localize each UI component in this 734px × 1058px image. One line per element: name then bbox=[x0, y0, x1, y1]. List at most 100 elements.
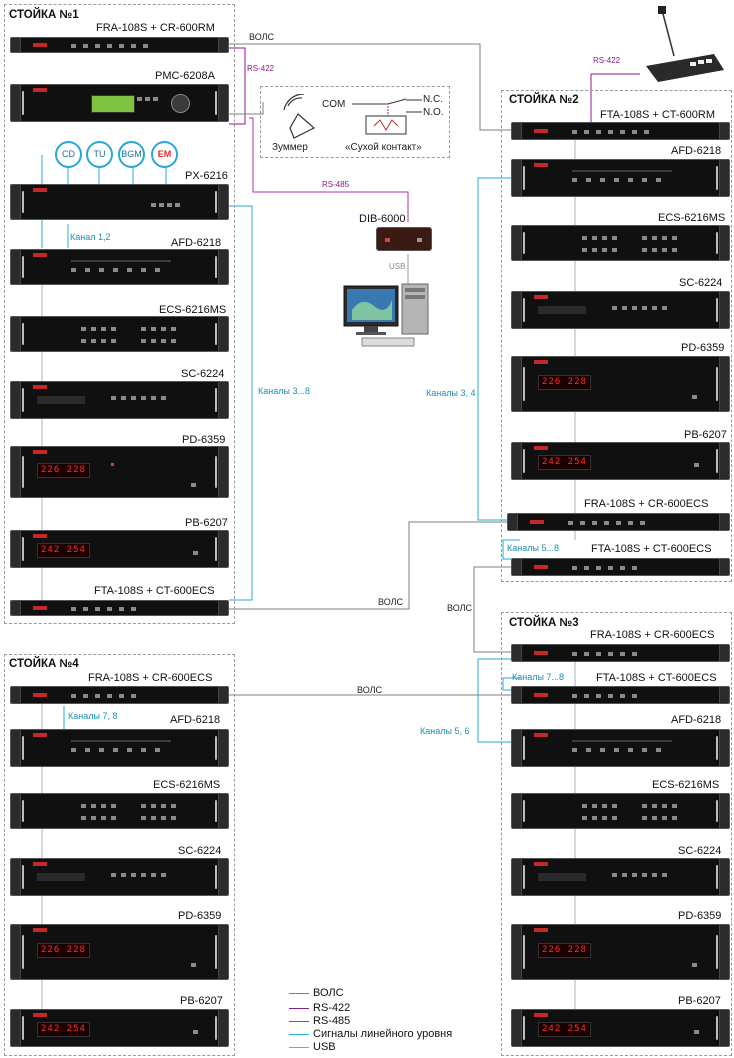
line-ch-7-8-r3 bbox=[502, 677, 520, 691]
annotation-ch-7-8-r3: Каналы 7...8 bbox=[512, 672, 564, 682]
fiber-line-r1-r2-lower bbox=[229, 521, 507, 610]
rack-unit-pb: 242 254 bbox=[10, 530, 229, 568]
alarm-box bbox=[260, 86, 450, 158]
fiber-line-r1-r2 bbox=[229, 43, 512, 131]
rack-1 bbox=[4, 4, 235, 624]
device-label: AFD-6218 bbox=[171, 237, 222, 249]
dib-device bbox=[376, 227, 432, 251]
computer-icon bbox=[343, 283, 429, 347]
rack-2 bbox=[501, 90, 732, 582]
source-tu: TU bbox=[86, 141, 113, 168]
annotation-ch-5-6: Каналы 5, 6 bbox=[420, 726, 470, 736]
relay-com: COM bbox=[322, 99, 346, 110]
device-label: FRA-108S + CR-600ECS bbox=[584, 498, 709, 510]
rack-unit-sc bbox=[10, 381, 229, 419]
line-ch-5-8 bbox=[502, 539, 520, 560]
legend-label: USB bbox=[313, 1041, 336, 1053]
rack-unit-pd: 226 228 bbox=[10, 446, 229, 498]
device-label: PB-6207 bbox=[180, 995, 223, 1007]
rack-1-title: СТОЙКА №1 bbox=[9, 9, 79, 21]
device-label: PB-6207 bbox=[684, 429, 727, 441]
annotation-vols-lower: ВОЛС bbox=[378, 597, 404, 607]
rack-unit-fta bbox=[511, 558, 730, 576]
rack-unit-fra bbox=[511, 644, 730, 662]
device-label: PB-6207 bbox=[185, 517, 228, 529]
rack-unit-fra bbox=[10, 37, 229, 53]
legend-label: Сигналы линейного уровня bbox=[313, 1028, 453, 1040]
rack-unit-ecs bbox=[10, 793, 229, 829]
device-label: ECS-6216MS bbox=[658, 212, 726, 224]
device-label: FRA-108S + CR-600ECS bbox=[88, 672, 213, 684]
rack-3-title: СТОЙКА №3 bbox=[509, 617, 579, 629]
rack-unit-px bbox=[10, 184, 229, 220]
rack-unit-afd bbox=[511, 729, 730, 767]
annotation-usb: USB bbox=[389, 262, 406, 271]
device-label: SC-6224 bbox=[178, 845, 222, 857]
rack-unit-pmc bbox=[10, 84, 229, 122]
device-label: PD-6359 bbox=[678, 910, 722, 922]
relay-nc: N.C. bbox=[423, 94, 443, 105]
device-label: ECS-6216MS bbox=[652, 779, 720, 791]
rack-unit-afd bbox=[511, 159, 730, 197]
line-ch-3-8 bbox=[229, 205, 253, 601]
annotation-ch-1-2: Канал 1,2 bbox=[70, 232, 111, 242]
device-label: AFD-6218 bbox=[170, 714, 221, 726]
annotation-vols-r4: ВОЛС bbox=[357, 685, 383, 695]
rs485-line bbox=[249, 117, 409, 222]
pd-display: 226 228 bbox=[37, 943, 90, 958]
device-label: PD-6359 bbox=[681, 342, 725, 354]
rack-unit-pb: 242 254 bbox=[511, 1009, 730, 1047]
rack-unit-sc bbox=[511, 291, 730, 329]
device-label: FTA-108S + CT-600ECS bbox=[591, 543, 712, 555]
rack-unit-pd: 226 228 bbox=[10, 924, 229, 980]
buzzer-icon bbox=[283, 94, 316, 139]
annotation-rs422-r1: RS-422 bbox=[247, 64, 275, 73]
rack-unit-fra bbox=[10, 686, 229, 704]
device-label: PMC-6208A bbox=[155, 70, 215, 82]
source-em: EM bbox=[151, 141, 178, 168]
device-label: SC-6224 bbox=[679, 277, 723, 289]
annotation-rs422-mic: RS-422 bbox=[593, 56, 621, 65]
legend-label: ВОЛС bbox=[313, 987, 344, 999]
line-ch-3-4 bbox=[477, 177, 511, 521]
device-label: FTA-108S + CT-600RM bbox=[600, 109, 716, 121]
pb-display: 242 254 bbox=[37, 543, 90, 558]
pd-display: 226 228 bbox=[37, 463, 90, 478]
device-label: DIB-6000 bbox=[359, 213, 406, 225]
device-label: FTA-108S + CT-600ECS bbox=[596, 672, 717, 684]
rack-unit-pd: 226 228 bbox=[511, 924, 730, 980]
rack-unit-ecs bbox=[10, 316, 229, 352]
annotation-ch-7-8-r4: Каналы 7, 8 bbox=[68, 711, 118, 721]
device-label: PD-6359 bbox=[178, 910, 222, 922]
rack-unit-afd bbox=[10, 249, 229, 285]
device-label: PD-6359 bbox=[182, 434, 226, 446]
rack-unit-pb: 242 254 bbox=[10, 1009, 229, 1047]
legend-label: RS-485 bbox=[313, 1015, 351, 1027]
rack-unit-sc bbox=[511, 858, 730, 896]
rack-unit-fta bbox=[10, 600, 229, 616]
dry-contact-label: «Сухой контакт» bbox=[345, 142, 422, 153]
device-label: SC-6224 bbox=[678, 845, 722, 857]
rs422-line-r1 bbox=[229, 47, 246, 125]
pd-display: 226 228 bbox=[538, 375, 591, 390]
annotation-rs485: RS-485 bbox=[322, 180, 350, 189]
relay-icon bbox=[352, 98, 422, 135]
rack-unit-pd: 226 228 bbox=[511, 356, 730, 412]
device-label: ECS-6216MS bbox=[159, 304, 227, 316]
annotation-ch-3-4: Каналы 3, 4 bbox=[426, 388, 476, 398]
relay-no: N.O. bbox=[423, 107, 444, 118]
annotation-ch-5-8: Каналы 5...8 bbox=[507, 543, 559, 553]
pb-display: 242 254 bbox=[37, 1022, 90, 1037]
rack-unit-fta bbox=[511, 686, 730, 704]
rack-unit-afd bbox=[10, 729, 229, 767]
annotation-ch-3-8: Каналы 3...8 bbox=[258, 386, 310, 396]
device-label: AFD-6218 bbox=[671, 714, 722, 726]
device-label: SC-6224 bbox=[181, 368, 225, 380]
source-cd: CD bbox=[55, 141, 82, 168]
rack-unit-ecs bbox=[511, 793, 730, 829]
rack-unit-fra bbox=[507, 513, 730, 531]
annotation-vols-top: ВОЛС bbox=[249, 32, 275, 42]
pd-display: 226 228 bbox=[538, 943, 591, 958]
legend-label: RS-422 bbox=[313, 1002, 351, 1014]
rack-unit-fta bbox=[511, 122, 730, 140]
